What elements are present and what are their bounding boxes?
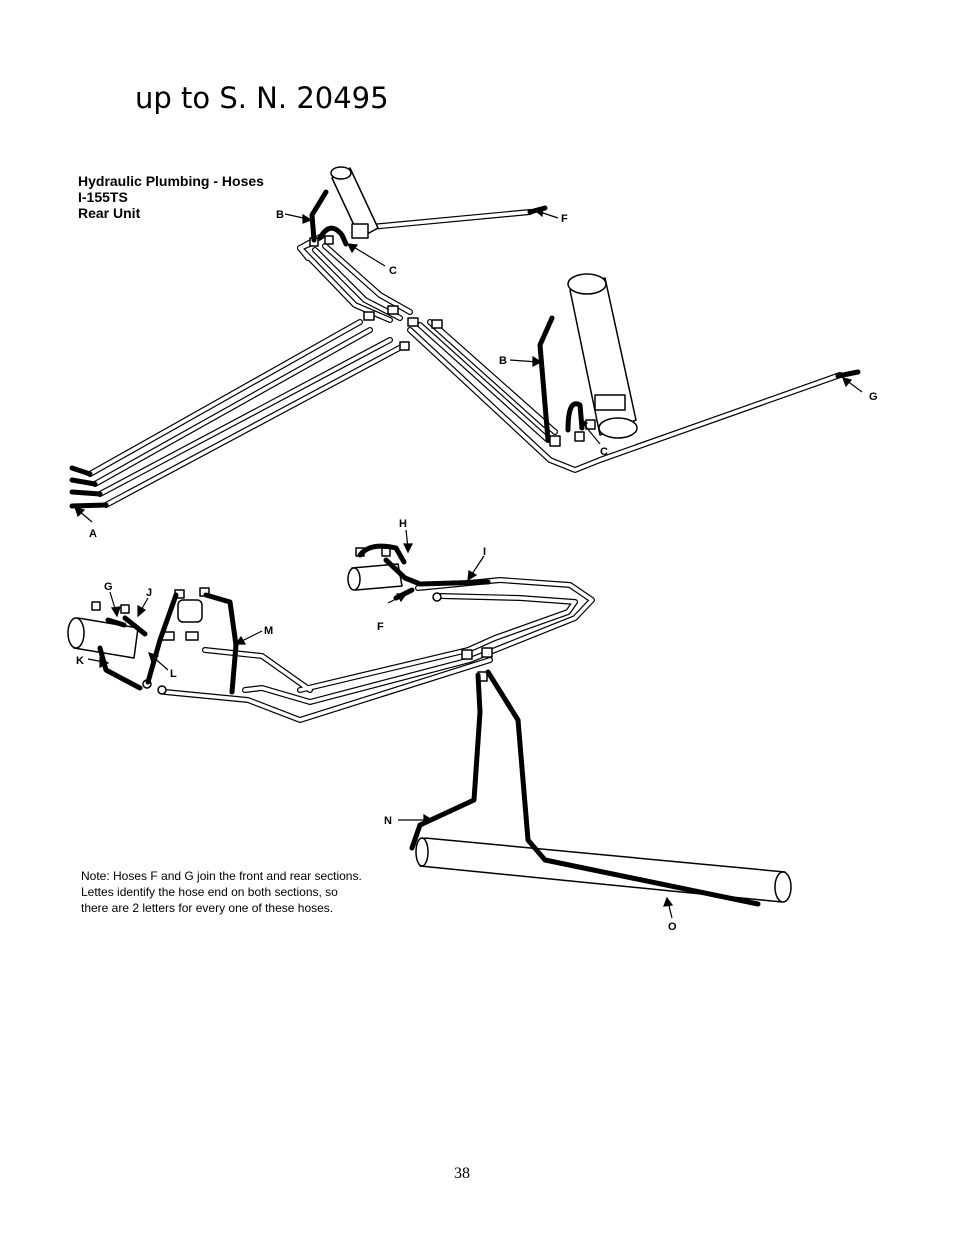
note-line-1: Note: Hoses F and G join the front and r… [81, 869, 362, 883]
diagram-title-line-1: Hydraulic Plumbing - Hoses [78, 173, 264, 189]
label-c-rear-large: C [600, 446, 608, 458]
note-line-2: Lettes identify the hose end on both sec… [81, 885, 338, 899]
label-m: M [264, 625, 273, 637]
label-l: L [170, 668, 177, 680]
front-bar-bottom [415, 647, 792, 903]
label-g-front: G [104, 581, 113, 593]
label-o: O [668, 921, 677, 933]
label-a: A [89, 528, 97, 540]
rear-hoses [69, 189, 861, 509]
label-k: K [76, 655, 84, 667]
label-g-rear: G [869, 391, 878, 403]
page-header: up to S. N. 20495 [135, 81, 389, 115]
rear-cylinder-small [330, 166, 379, 239]
front-hoses [97, 543, 761, 907]
front-cylinder-small [347, 547, 442, 602]
label-h: H [399, 518, 407, 530]
label-f-front: F [377, 621, 384, 633]
diagram-title-line-3: Rear Unit [78, 205, 141, 221]
diagram-note: Note: Hoses F and G join the front and r… [81, 868, 362, 916]
rear-tube-right [407, 319, 843, 473]
rear-tube-bundle-left [87, 319, 408, 508]
label-b-rear-small: B [276, 209, 284, 221]
note-line-3: there are 2 letters for every one of the… [81, 901, 334, 915]
label-b-rear-large: B [499, 355, 507, 367]
front-tubes [162, 577, 595, 723]
rear-cylinder-large [567, 273, 638, 439]
front-cylinder-left [67, 587, 210, 695]
label-c-rear-small: C [389, 265, 397, 277]
callout-arrows [74, 205, 863, 919]
label-i: I [483, 546, 486, 558]
diagram-title: Hydraulic Plumbing - Hoses I-155TS Rear … [78, 173, 264, 221]
label-j: J [146, 587, 152, 599]
diagram-title-line-2: I-155TS [78, 189, 128, 205]
label-n: N [384, 815, 392, 827]
page-number: 38 [454, 1165, 470, 1182]
label-f-rear: F [561, 213, 568, 225]
